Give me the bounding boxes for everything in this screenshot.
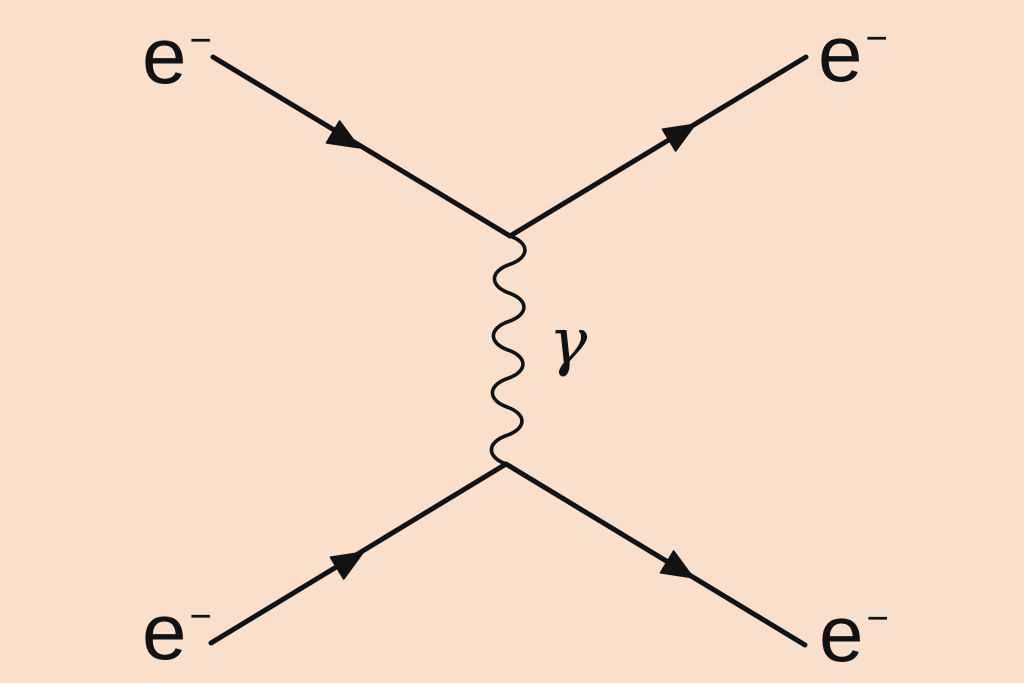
charge-superscript: − (866, 597, 889, 641)
charge-superscript: − (189, 19, 212, 63)
arrow-bottom-left-icon (329, 551, 364, 580)
charge-superscript: − (189, 595, 212, 639)
charge-superscript: − (865, 17, 888, 61)
electron-symbol: e (142, 587, 187, 676)
label-electron-top-right: e− (818, 14, 888, 94)
arrow-top-right-icon (661, 123, 696, 152)
electron-line-top-left (210, 54, 513, 239)
arrow-bottom-right-icon (659, 550, 694, 579)
label-electron-bottom-right: e− (819, 594, 889, 674)
electron-line-top-right (507, 54, 809, 239)
electron-symbol: e (142, 11, 187, 100)
electron-symbol: e (819, 589, 864, 678)
arrow-top-left-icon (325, 120, 360, 149)
label-photon-gamma: γ (549, 305, 588, 379)
label-electron-bottom-left: e− (142, 592, 212, 672)
electron-line-bottom-right (503, 461, 808, 648)
photon-wavy-line (489, 234, 527, 466)
electron-symbol: e (818, 9, 863, 98)
label-electron-top-left: e− (142, 16, 212, 96)
